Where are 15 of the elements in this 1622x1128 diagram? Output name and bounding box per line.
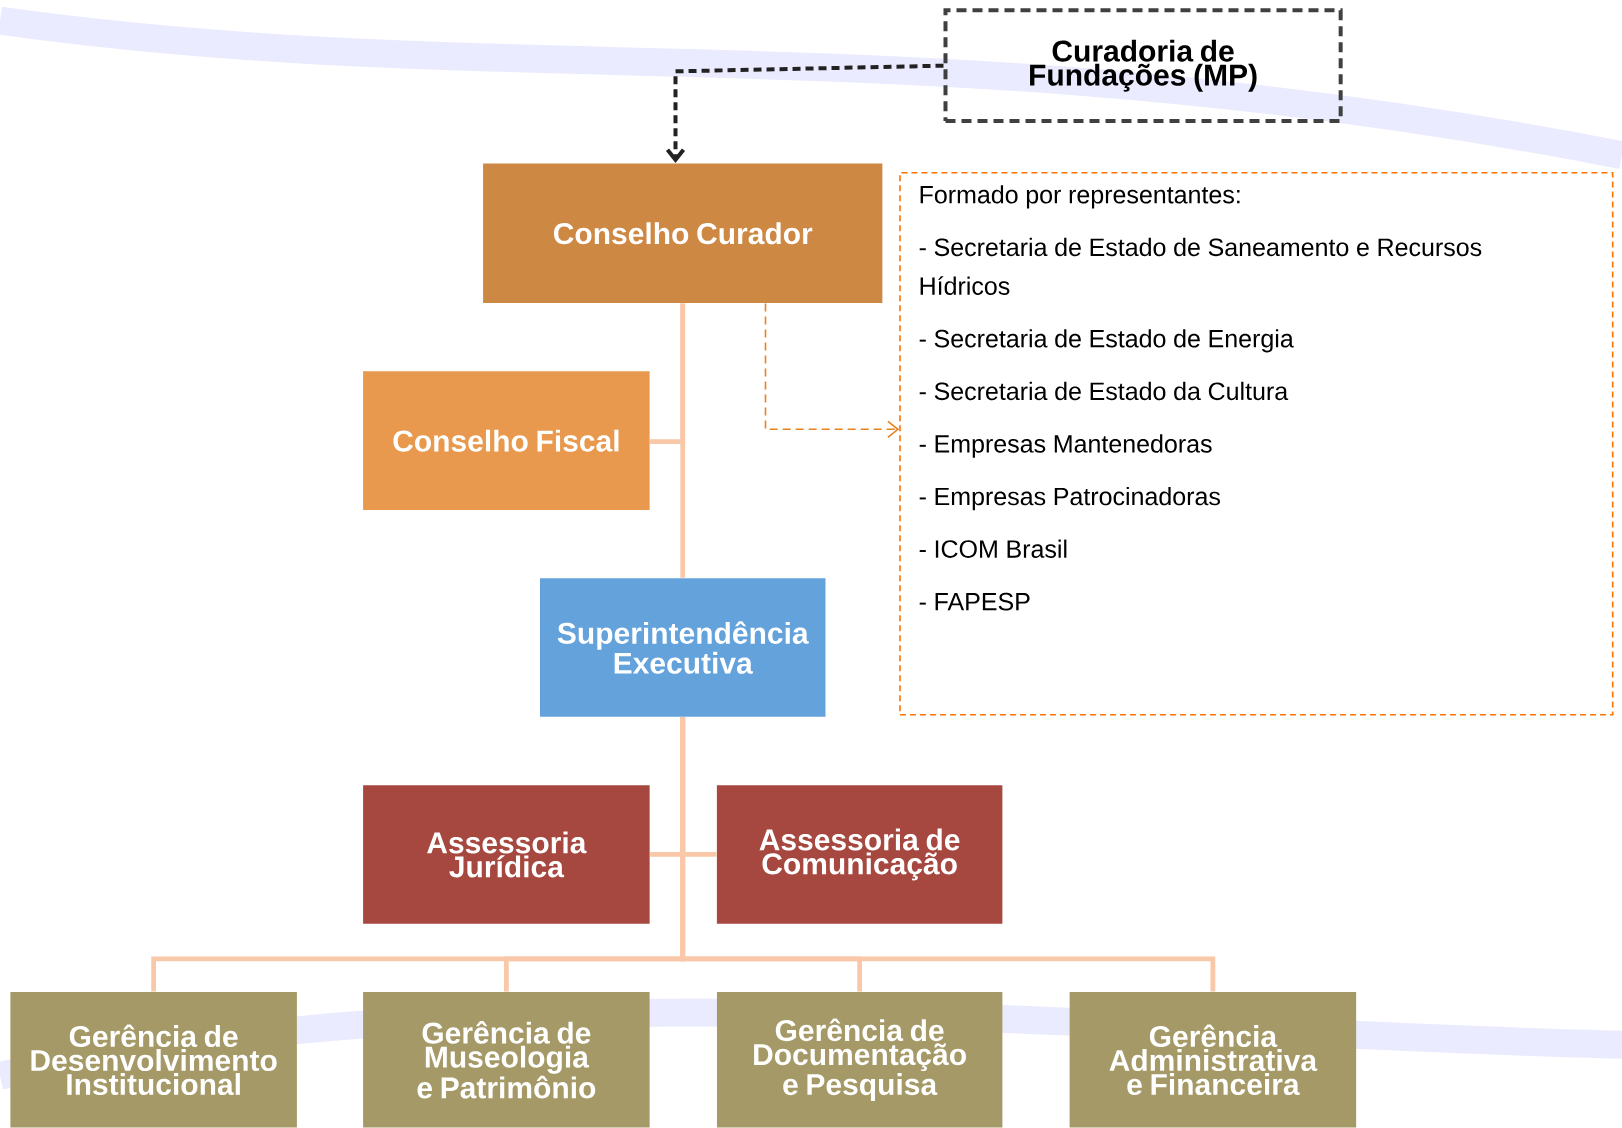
org-box: Conselho Curador bbox=[483, 163, 883, 304]
org-box: Conselho Fiscal bbox=[363, 371, 650, 510]
org-box: Gerência de Desenvolvimento Institucional bbox=[10, 992, 297, 1128]
org-box: Gerência de Museologia e Patrimônio bbox=[363, 992, 650, 1128]
org-box: Assessoria Jurídica bbox=[363, 785, 650, 924]
org-box: Gerência Administrativa e Financeira bbox=[1069, 992, 1357, 1128]
connector bbox=[665, 63, 944, 164]
dashed-box: Curadoria de Fundações (MP) bbox=[943, 8, 1343, 123]
org-box: Assessoria de Comunicação bbox=[716, 785, 1003, 924]
connector bbox=[680, 717, 1216, 992]
connector bbox=[680, 303, 686, 578]
connector bbox=[764, 302, 900, 439]
org-box: Gerência de Documentação e Pesquisa bbox=[716, 992, 1003, 1128]
org-box: Superintendência Executiva bbox=[540, 578, 826, 717]
info-box: Formado por representantes: - Secretaria de Estado de Saneamento e Recursos Hídricos - Secretaria de Estado de Energia - Secretaria de Estado da Cultura - Empresas Mantenedoras - Empresas Patrocinadoras - ICOM Brasil - FAPESP bbox=[899, 171, 1614, 716]
